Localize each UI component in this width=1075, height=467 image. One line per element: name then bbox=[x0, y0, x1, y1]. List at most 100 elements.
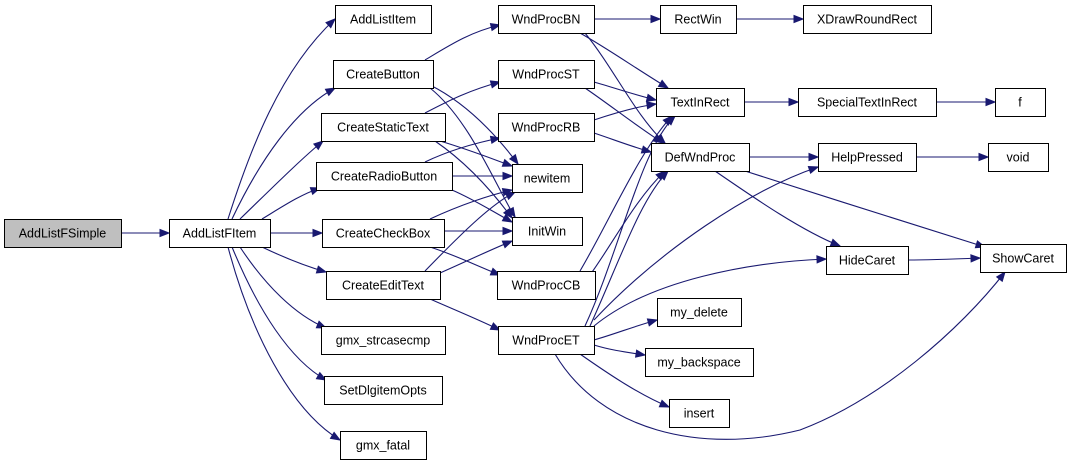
node-RectWin[interactable]: RectWin bbox=[660, 5, 737, 34]
node-XDrawRoundRect[interactable]: XDrawRoundRect bbox=[803, 5, 932, 34]
node-label: WndProcRB bbox=[512, 121, 581, 135]
node-box bbox=[657, 298, 742, 327]
edge-CreateRadioButton-to-WndProcRB bbox=[424, 135, 502, 163]
node-box bbox=[651, 143, 750, 172]
node-label: InitWin bbox=[528, 225, 566, 239]
node-label: HelpPressed bbox=[831, 151, 903, 165]
arrowhead bbox=[489, 135, 502, 145]
edge-CreateRadioButton-to-newitem bbox=[451, 171, 514, 181]
node-newitem[interactable]: newitem bbox=[512, 164, 583, 193]
node-label: HideCaret bbox=[839, 254, 896, 268]
arrowhead bbox=[312, 140, 325, 151]
arrowhead bbox=[315, 371, 328, 381]
node-label: WndProcCB bbox=[512, 279, 581, 293]
arrowhead bbox=[640, 145, 653, 154]
edge-WndProcET-to-my_delete bbox=[593, 318, 659, 341]
arrowhead bbox=[315, 265, 328, 274]
node-label: WndProcET bbox=[512, 334, 580, 348]
node-box bbox=[669, 399, 730, 428]
node-label: SetDlgitemOpts bbox=[339, 384, 427, 398]
arrowhead bbox=[504, 191, 517, 201]
edge-CreateButton-to-newitem bbox=[429, 84, 519, 166]
node-label: TextInRect bbox=[670, 96, 730, 110]
node-box bbox=[169, 219, 271, 248]
node-AddListFSimple[interactable]: AddListFSimple bbox=[4, 219, 122, 248]
arrowhead bbox=[985, 97, 997, 107]
node-box bbox=[322, 219, 445, 248]
node-box bbox=[512, 217, 583, 246]
node-box bbox=[340, 431, 427, 460]
edge-AddListFItem-to-CreateEditText bbox=[261, 246, 328, 274]
edge-CreateRadioButton-to-InitWin bbox=[451, 189, 514, 223]
node-CreateEditText[interactable]: CreateEditText bbox=[326, 271, 441, 300]
node-HelpPressed[interactable]: HelpPressed bbox=[818, 143, 917, 172]
arrowhead bbox=[665, 115, 676, 126]
node-label: ShowCaret bbox=[992, 252, 1054, 266]
node-box bbox=[512, 164, 583, 193]
node-WndProcST[interactable]: WndProcST bbox=[498, 60, 595, 89]
node-box bbox=[660, 5, 737, 34]
node-void[interactable]: void bbox=[988, 143, 1049, 172]
arrowhead bbox=[501, 158, 514, 167]
node-label: gmx_fatal bbox=[356, 439, 410, 453]
arrowhead bbox=[489, 23, 502, 32]
node-box bbox=[333, 60, 434, 89]
edge-DefWndProc-to-HideCaret bbox=[714, 170, 842, 247]
node-CreateCheckBox[interactable]: CreateCheckBox bbox=[322, 219, 445, 248]
node-gmx_strcasecmp[interactable]: gmx_strcasecmp bbox=[321, 326, 446, 355]
node-WndProcET[interactable]: WndProcET bbox=[498, 326, 595, 355]
node-InitWin[interactable]: InitWin bbox=[512, 217, 583, 246]
edge-WndProcBN-to-RectWin bbox=[594, 14, 662, 24]
edge-CreateEditText-to-newitem bbox=[424, 191, 517, 272]
node-box bbox=[335, 5, 432, 34]
edge-SpecialTextInRect-to-f bbox=[936, 97, 997, 107]
edge-TextInRect-to-SpecialTextInRect bbox=[744, 97, 800, 107]
node-HideCaret[interactable]: HideCaret bbox=[826, 246, 909, 275]
node-box bbox=[4, 219, 122, 248]
node-f[interactable]: f bbox=[995, 88, 1046, 117]
arrowhead bbox=[501, 240, 514, 249]
arrowhead bbox=[645, 101, 658, 110]
node-gmx_fatal[interactable]: gmx_fatal bbox=[340, 431, 427, 460]
edge-CreateCheckBox-to-InitWin bbox=[444, 226, 514, 236]
edge-HideCaret-to-ShowCaret bbox=[907, 254, 982, 263]
node-AddListItem[interactable]: AddListItem bbox=[335, 5, 432, 34]
node-box bbox=[980, 244, 1067, 273]
node-my_backspace[interactable]: my_backspace bbox=[645, 348, 754, 377]
edge-CreateStaticText-to-newitem bbox=[439, 140, 514, 167]
node-label: my_backspace bbox=[657, 356, 740, 370]
arrowhead bbox=[645, 93, 658, 102]
node-CreateButton[interactable]: CreateButton bbox=[333, 60, 434, 89]
node-WndProcCB[interactable]: WndProcCB bbox=[497, 271, 596, 300]
node-label: AddListFSimple bbox=[19, 227, 107, 241]
edge-AddListFItem-to-AddListItem bbox=[227, 18, 337, 220]
node-WndProcBN[interactable]: WndProcBN bbox=[498, 5, 595, 34]
node-WndProcRB[interactable]: WndProcRB bbox=[498, 113, 595, 142]
edge-CreateStaticText-to-WndProcST bbox=[424, 80, 502, 114]
node-SetDlgitemOpts[interactable]: SetDlgitemOpts bbox=[324, 376, 443, 405]
arrowhead bbox=[829, 238, 842, 247]
node-CreateRadioButton[interactable]: CreateRadioButton bbox=[316, 162, 453, 191]
node-box bbox=[798, 88, 937, 117]
node-box bbox=[826, 246, 909, 275]
node-my_delete[interactable]: my_delete bbox=[657, 298, 742, 327]
edge-CreateEditText-to-WndProcET bbox=[429, 298, 502, 331]
node-label: CreateCheckBox bbox=[336, 227, 431, 241]
node-CreateStaticText[interactable]: CreateStaticText bbox=[321, 113, 446, 142]
node-box bbox=[803, 5, 932, 34]
node-ShowCaret[interactable]: ShowCaret bbox=[980, 244, 1067, 273]
edge-AddListFItem-to-CreateButton bbox=[231, 87, 337, 220]
node-label: CreateEditText bbox=[342, 279, 425, 293]
node-box bbox=[316, 162, 453, 191]
node-TextInRect[interactable]: TextInRect bbox=[656, 88, 745, 117]
edge-WndProcET-to-HideCaret bbox=[593, 255, 828, 327]
node-DefWndProc[interactable]: DefWndProc bbox=[651, 143, 750, 172]
edge-DefWndProc-to-HelpPressed bbox=[749, 152, 820, 162]
node-SpecialTextInRect[interactable]: SpecialTextInRect bbox=[798, 88, 937, 117]
node-box bbox=[498, 326, 595, 355]
node-AddListFItem[interactable]: AddListFItem bbox=[169, 219, 271, 248]
edge-WndProcET-to-my_backspace bbox=[593, 344, 647, 358]
arrowhead bbox=[816, 255, 828, 264]
node-insert[interactable]: insert bbox=[669, 399, 730, 428]
